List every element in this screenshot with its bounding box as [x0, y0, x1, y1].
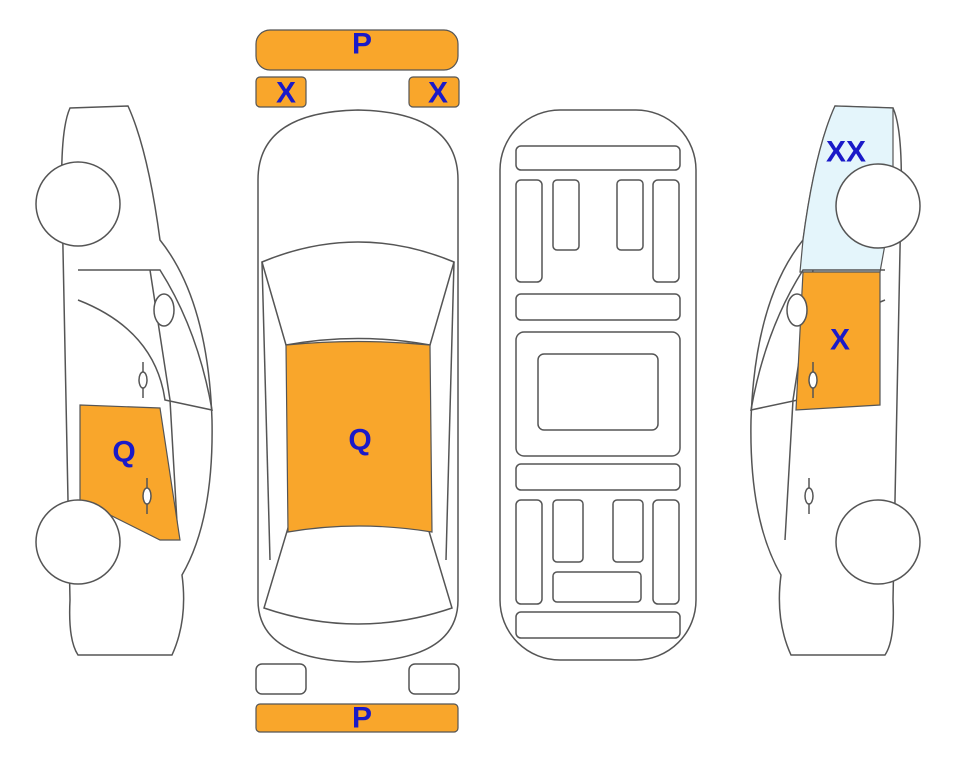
right-door-handle-rear: [804, 478, 814, 514]
underbody-rear-plate: [552, 571, 642, 603]
rear-bumper-panel: [255, 703, 459, 733]
left-side-view: Q: [35, 105, 213, 656]
roof-label: Q: [348, 424, 371, 457]
front-left-light-panel: [255, 76, 307, 108]
underbody-rear-crossmember: [515, 463, 681, 491]
underbody-rear-rail-left: [515, 499, 543, 605]
underbody-rear-slot-left: [552, 499, 584, 563]
underbody-rear-slot-right: [612, 499, 644, 563]
right-rear-wheel: [835, 499, 921, 585]
left-pillar: [261, 261, 271, 561]
front-right-light-panel: [408, 76, 460, 108]
left-rear-door-label: Q: [112, 436, 135, 469]
rear-bumper-label: P: [352, 702, 372, 735]
underbody-front-rail-right: [652, 179, 680, 283]
right-door-handle-front: [808, 362, 818, 398]
left-front-wheel: [35, 161, 121, 247]
right-front-fender-label: XX: [826, 136, 866, 169]
underbody-rear-rail-right: [652, 499, 680, 605]
underbody-center-panel: [537, 353, 659, 431]
right-side-mirror: [786, 293, 808, 327]
right-front-door-label: X: [830, 324, 850, 357]
left-side-mirror: [153, 293, 175, 327]
front-bumper-panel: [255, 29, 459, 71]
rear-left-light: [255, 663, 307, 695]
right-front-wheel: [835, 163, 921, 249]
front-bumper-label: P: [352, 28, 372, 61]
left-door-handle-front: [138, 362, 148, 398]
left-rear-door-panel: [79, 404, 181, 541]
underbody-rear-end: [515, 611, 681, 639]
underbody-front-slot-right: [616, 179, 644, 251]
front-right-light-label: X: [428, 77, 448, 110]
underbody-front-rail-left: [515, 179, 543, 283]
rear-right-light: [408, 663, 460, 695]
left-rear-wheel: [35, 499, 121, 585]
left-side-window-line: [77, 269, 213, 411]
underbody-front-crossmember: [515, 145, 681, 171]
left-door-handle-rear: [142, 478, 152, 514]
underbody-front-slot-left: [552, 179, 580, 251]
right-pillar: [445, 261, 455, 561]
right-side-view: XX X: [750, 105, 921, 656]
front-left-light-label: X: [276, 77, 296, 110]
underbody-view: [499, 109, 697, 661]
top-view: P X X Q P: [255, 28, 460, 735]
roof-panel: [285, 340, 433, 533]
underbody-mid-crossmember: [515, 293, 681, 321]
